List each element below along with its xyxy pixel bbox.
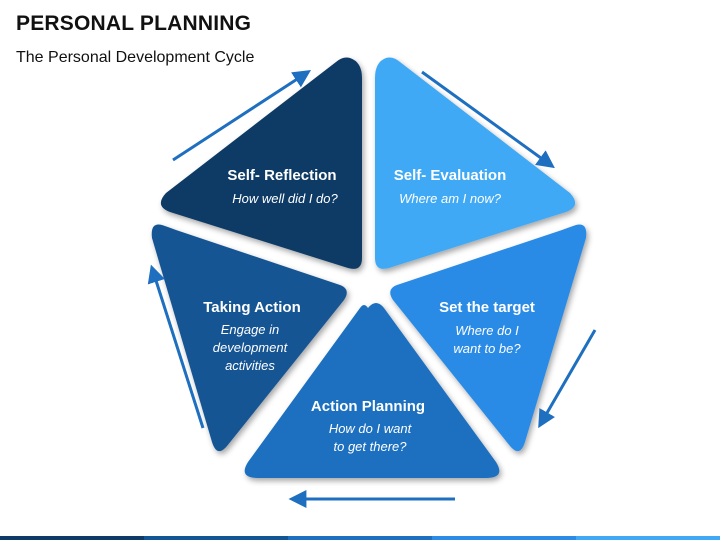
segment-shape-taking-action: [151, 224, 347, 452]
bottom-bar-segment: [576, 536, 720, 540]
segment-title: Taking Action: [203, 299, 301, 316]
segment-line: want to be?: [453, 341, 521, 356]
segment-title: Self- Evaluation: [394, 167, 507, 184]
segment-line: How well did I do?: [232, 191, 338, 206]
segment-shape-self-reflection: [160, 57, 362, 269]
segment-title: Self- Reflection: [227, 167, 336, 184]
page-title: PERSONAL PLANNING: [16, 12, 252, 35]
bottom-bar-segment: [0, 536, 144, 540]
segment-set-the-target: Set the target Where do I want to be?: [390, 224, 587, 452]
segment-action-planning: Action Planning How do I want to get the…: [244, 303, 500, 478]
segment-line: to get there?: [334, 439, 408, 454]
cycle-arrow: [172, 70, 312, 162]
bottom-bar-segment: [432, 536, 576, 540]
cycle-arrow: [421, 70, 555, 169]
page-subtitle: The Personal Development Cycle: [16, 49, 255, 66]
segment-shape-set-the-target: [390, 224, 587, 452]
cycle-arrow: [538, 329, 597, 429]
segment-shape-action-planning: [244, 303, 500, 478]
segment-line: How do I want: [329, 421, 413, 436]
segment-self-evaluation: Self- Evaluation Where am I now?: [375, 57, 576, 269]
segment-self-reflection: Self- Reflection How well did I do?: [160, 57, 362, 269]
segment-line: activities: [225, 358, 275, 373]
segment-taking-action: Taking Action Engage in development acti…: [151, 224, 347, 452]
segment-title: Action Planning: [311, 398, 425, 415]
bottom-accent-bar: [0, 536, 720, 540]
segment-line: Where do I: [455, 323, 519, 338]
bottom-bar-segment: [144, 536, 288, 540]
segment-line: Where am I now?: [399, 191, 502, 206]
segment-shape-self-evaluation: [375, 57, 576, 269]
cycle-arrow: [147, 264, 205, 429]
segment-line: development: [213, 340, 289, 355]
segment-title: Set the target: [439, 299, 535, 316]
segment-line: Engage in: [221, 322, 280, 337]
bottom-bar-segment: [288, 536, 432, 540]
